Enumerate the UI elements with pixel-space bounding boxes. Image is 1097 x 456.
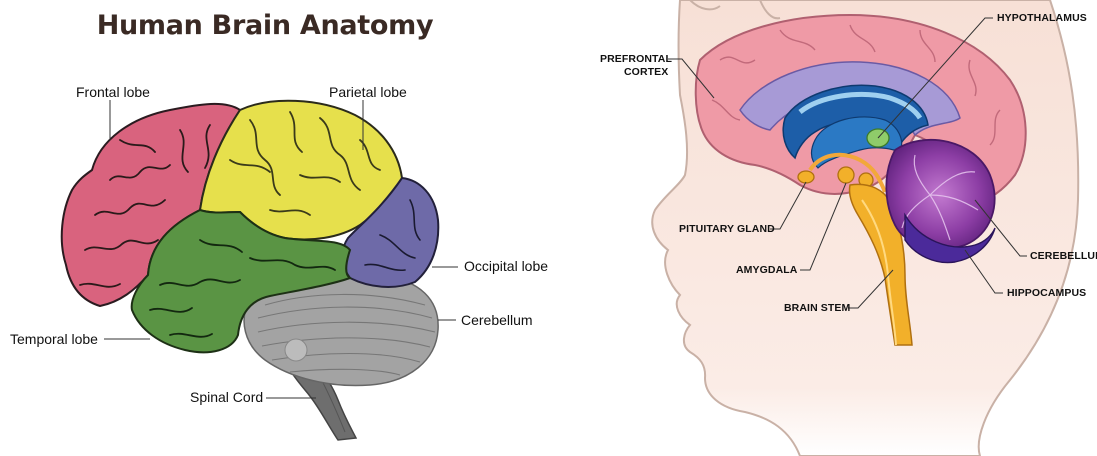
label-hypothalamus: HYPOTHALAMUS: [997, 12, 1087, 24]
pituitary-gland-shape: [798, 171, 814, 183]
amygdala-shape: [838, 167, 854, 183]
label-frontal-lobe: Frontal lobe: [76, 84, 150, 100]
diagram-title: Human Brain Anatomy: [0, 10, 530, 41]
label-pituitary-gland: PITUITARY GLAND: [679, 223, 775, 235]
label-hippocampus: HIPPOCAMPUS: [1007, 287, 1086, 299]
label-amygdala: AMYGDALA: [736, 264, 797, 276]
label-brain-stem: BRAIN STEM: [784, 302, 850, 314]
label-spinal-cord: Spinal Cord: [190, 389, 263, 405]
label-parietal-lobe: Parietal lobe: [329, 84, 407, 100]
label-prefrontal-line1: PREFRONTAL: [600, 53, 672, 65]
label-cerebellum-right: CEREBELLUM: [1030, 250, 1097, 262]
label-prefrontal-line2: CORTEX: [624, 66, 668, 78]
label-temporal-lobe: Temporal lobe: [10, 331, 98, 347]
label-cerebellum-left: Cerebellum: [461, 312, 533, 328]
label-occipital-lobe: Occipital lobe: [464, 258, 548, 274]
